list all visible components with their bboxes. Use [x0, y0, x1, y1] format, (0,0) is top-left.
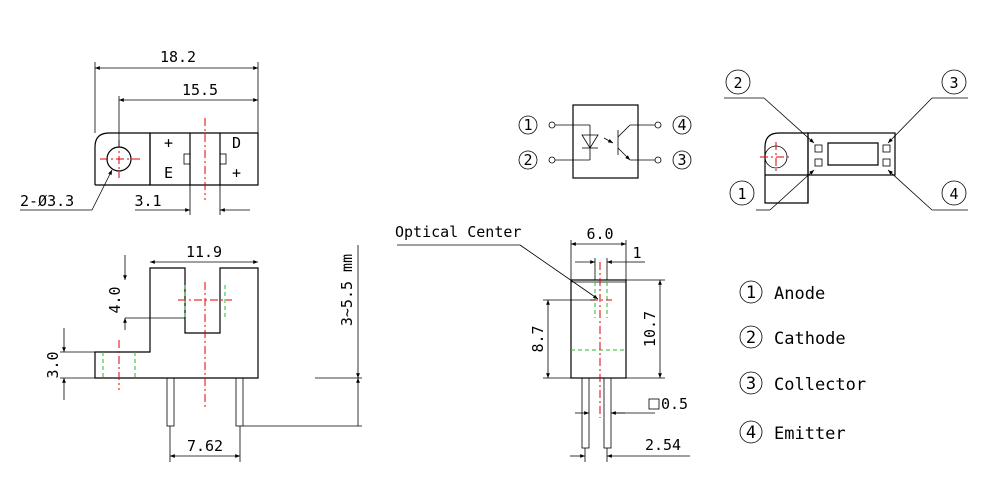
pin-view-label-2: 2	[733, 74, 742, 92]
pin-view: 2 3 1 4	[724, 69, 968, 211]
schematic: 1 2 3 4	[518, 104, 692, 179]
dim-lead-pitch: 7.62	[187, 437, 223, 455]
schematic-pin-3: 3	[677, 151, 686, 169]
dim-slot-depth: 4.0	[106, 286, 124, 313]
dim-lead-length: 3~5.5 mm	[338, 254, 356, 326]
schematic-pin-2: 2	[523, 151, 532, 169]
dim-gap-width: 11.9	[186, 243, 222, 261]
square-symbol	[648, 398, 660, 410]
plus-right-mark: +	[232, 164, 241, 182]
dim-flange-height: 3.0	[44, 351, 62, 378]
dim-side-offset: 1	[632, 244, 641, 262]
legend-num-4: 4	[746, 423, 756, 443]
pin-view-label-1: 1	[737, 185, 746, 203]
dim-slot-width: 3.1	[134, 192, 161, 210]
side-view: Optical Center 6.0 1 10.7 8.7 0.5	[395, 223, 690, 462]
dim-hole-to-end: 15.5	[182, 81, 218, 99]
legend-name-cathode: Cathode	[774, 329, 846, 349]
schematic-pin-4: 4	[677, 116, 686, 134]
legend-num-1: 1	[746, 283, 756, 303]
dim-overall-length: 18.2	[160, 48, 196, 66]
top-view: + E D + 18.2 15.5 2-Ø3.3 3.1	[20, 48, 259, 215]
optical-center-label: Optical Center	[395, 223, 521, 241]
dim-height-center: 8.7	[529, 325, 547, 352]
legend-name-anode: Anode	[774, 284, 825, 304]
legend-num-3: 3	[746, 374, 756, 394]
legend-num-2: 2	[746, 328, 756, 348]
dim-lead-spacing: 2.54	[645, 436, 681, 454]
dim-height-total: 10.7	[641, 311, 659, 347]
pin-view-label-4: 4	[949, 185, 958, 203]
schematic-pin-1: 1	[523, 116, 532, 134]
front-view: 11.9 4.0 3.0 3~5.5 mm 7.62	[44, 243, 362, 462]
dim-lead-square: 0.5	[661, 395, 688, 413]
dim-mount-holes: 2-Ø3.3	[20, 192, 74, 210]
plus-left-mark: +	[164, 134, 173, 152]
e-mark: E	[164, 164, 173, 182]
pin-view-label-3: 3	[949, 74, 958, 92]
legend-name-collector: Collector	[774, 375, 866, 395]
pin-legend: 1 Anode 2 Cathode 3 Collector 4 Emitter	[739, 280, 866, 444]
legend-name-emitter: Emitter	[774, 424, 846, 444]
dim-side-width: 6.0	[586, 225, 613, 243]
d-mark: D	[232, 134, 241, 152]
